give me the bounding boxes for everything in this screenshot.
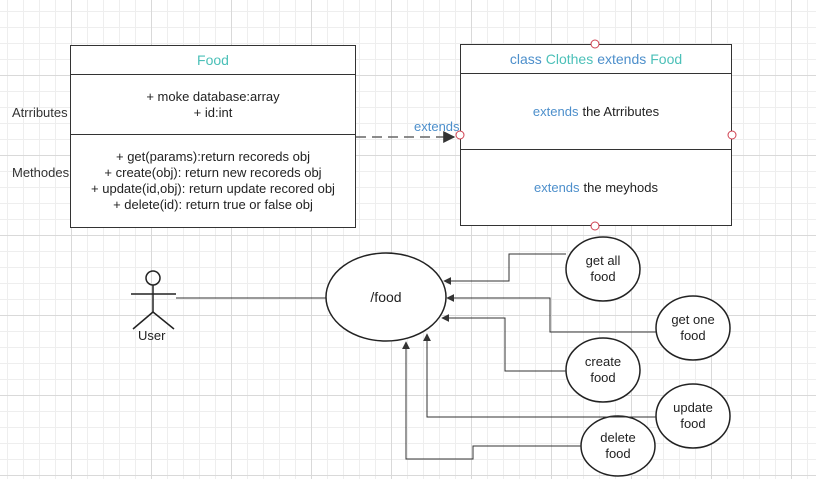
anchor-handle-bottom[interactable] xyxy=(590,221,600,231)
clothes-class-attributes: extends the Atrributes xyxy=(461,74,731,150)
connector-get-one[interactable] xyxy=(446,294,656,333)
use-case-get-one-label: get one food xyxy=(656,312,730,344)
attribute-line: + id:int xyxy=(193,104,233,120)
class-keyword: class xyxy=(509,51,542,67)
connector-delete[interactable] xyxy=(402,341,581,460)
use-case-create-ellipse[interactable] xyxy=(565,337,641,403)
food-class-title: Food xyxy=(197,52,229,68)
user-actor-label: User xyxy=(138,328,166,343)
connector-update[interactable] xyxy=(423,333,656,418)
extends-keyword: extends xyxy=(597,51,647,67)
extends-connector-label: extends xyxy=(414,119,460,134)
use-case-text: food xyxy=(590,370,616,385)
use-case-delete-label: delete food xyxy=(581,430,655,462)
connector-get-all[interactable] xyxy=(443,253,566,285)
use-case-update-label: update food xyxy=(656,400,730,432)
use-case-text: get all xyxy=(585,253,621,268)
connector-create[interactable] xyxy=(441,314,566,372)
use-case-text: get one xyxy=(671,312,715,327)
attributes-note-text: the Atrributes xyxy=(582,103,660,119)
use-case-update-ellipse[interactable] xyxy=(655,383,731,449)
food-endpoint-ellipse[interactable] xyxy=(325,252,447,342)
use-case-create-label: create food xyxy=(566,354,640,386)
use-case-text: food xyxy=(605,446,631,461)
clothes-class-box[interactable]: class Clothes extends Food extends the A… xyxy=(460,44,732,226)
attributes-side-label: Atrributes xyxy=(12,105,68,120)
extends-keyword: extends xyxy=(532,103,579,119)
food-class-box[interactable]: Food + moke database:array + id:int + ge… xyxy=(70,45,356,228)
method-line: + create(obj): return new recoreds obj xyxy=(104,165,322,180)
method-line: + update(id,obj): return update recored … xyxy=(91,181,335,196)
use-case-text: create xyxy=(584,354,622,369)
anchor-handle-left[interactable] xyxy=(455,130,465,140)
clothes-class-header: class Clothes extends Food xyxy=(461,45,731,74)
food-class-header: Food xyxy=(71,46,355,75)
food-endpoint-label: /food xyxy=(370,289,402,305)
use-case-text: update xyxy=(673,400,713,415)
use-case-text: food xyxy=(680,416,706,431)
use-case-text: food xyxy=(590,269,616,284)
food-class-methods: + get(params):return recoreds obj + crea… xyxy=(71,135,355,227)
method-line: + delete(id): return true or false obj xyxy=(113,197,313,212)
attribute-line: + moke database:array xyxy=(146,88,280,104)
methods-side-label: Methodes xyxy=(12,165,70,180)
parent-class-name: Food xyxy=(650,51,683,67)
extends-keyword: extends xyxy=(534,179,580,195)
user-actor-figure[interactable] xyxy=(131,270,176,330)
clothes-class-name: Clothes xyxy=(545,51,594,67)
clothes-class-methods: extends the meyhods xyxy=(461,150,731,225)
use-case-get-all-ellipse[interactable] xyxy=(565,236,641,302)
food-class-attributes: + moke database:array + id:int xyxy=(71,75,355,135)
use-case-text: food xyxy=(680,328,706,343)
anchor-handle-right[interactable] xyxy=(727,130,737,140)
use-case-get-all-label: get all food xyxy=(566,253,640,285)
method-line: + get(params):return recoreds obj xyxy=(115,149,310,164)
use-case-get-one-ellipse[interactable] xyxy=(655,295,731,361)
methods-note-text: the meyhods xyxy=(583,179,658,195)
use-case-text: delete xyxy=(600,430,636,445)
anchor-handle-top[interactable] xyxy=(590,39,600,49)
